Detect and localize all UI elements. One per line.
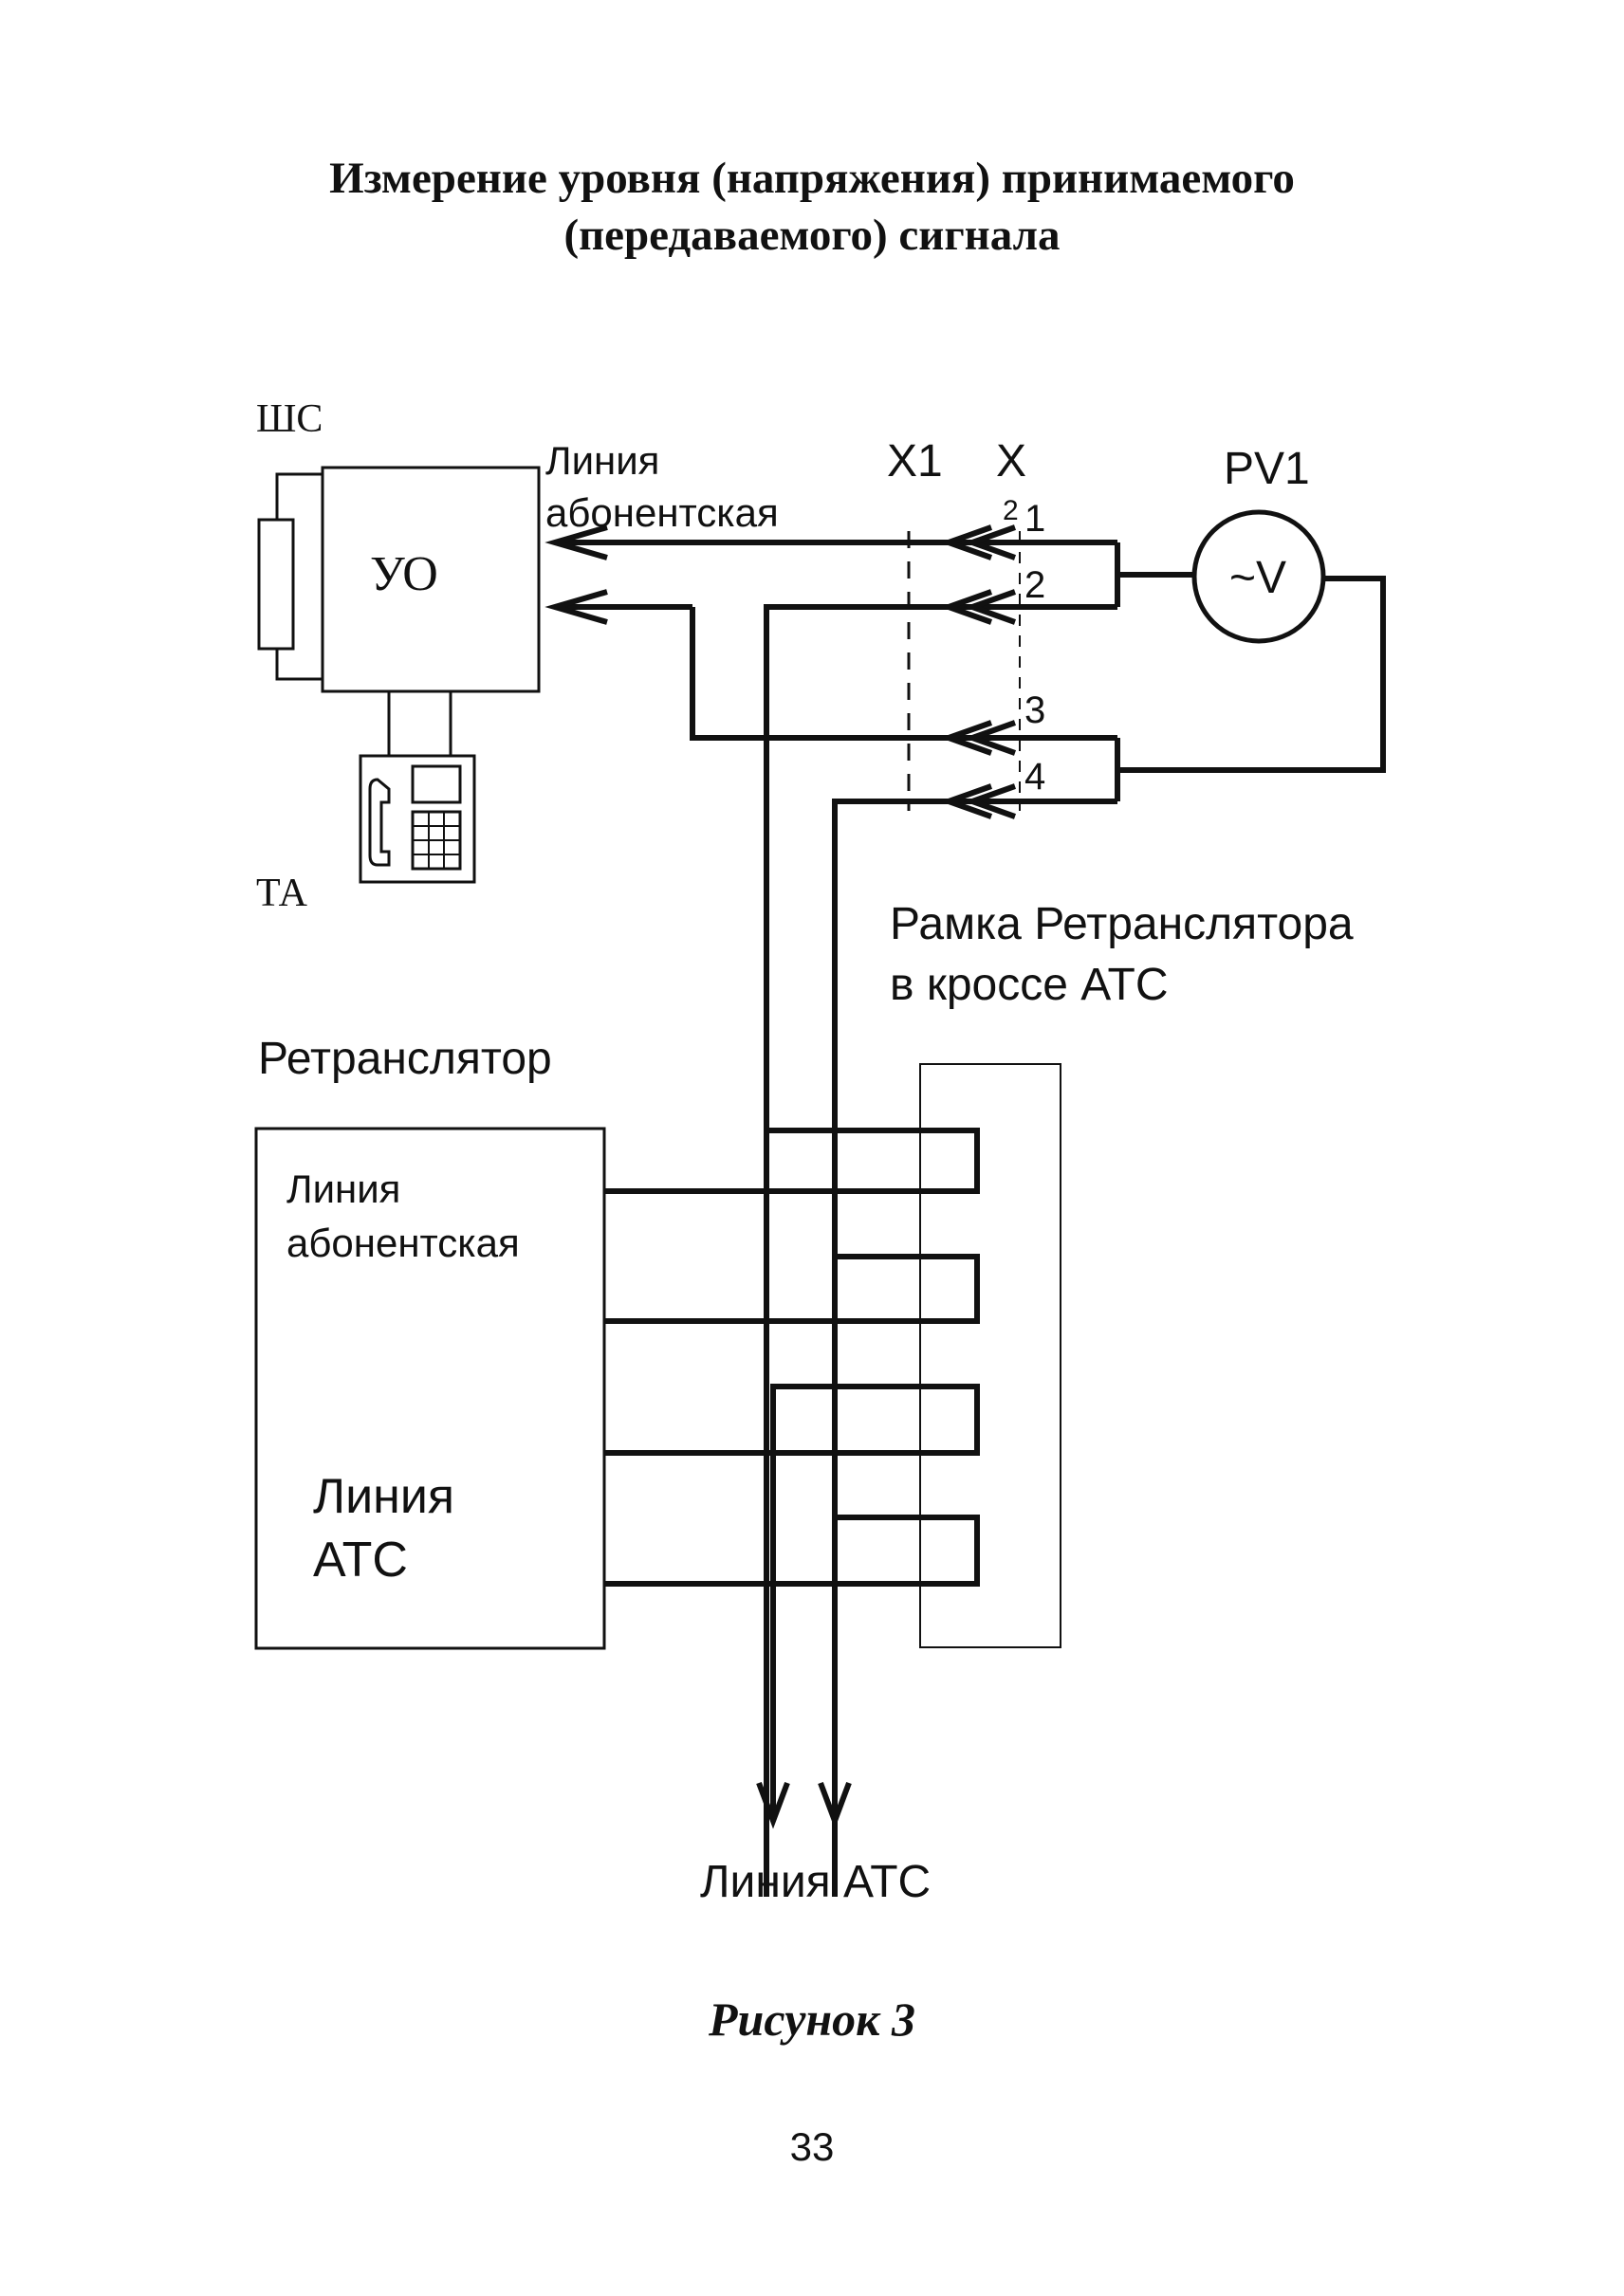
ats-line-arrows xyxy=(756,1781,852,1829)
subscriber-line-wires xyxy=(544,524,949,741)
frame-label-2: в кроссе АТС xyxy=(890,960,1169,1010)
telephone-icon xyxy=(359,754,476,884)
page-number: 33 xyxy=(789,2124,835,2169)
shs-label: ШС xyxy=(256,397,323,441)
repeater-frame xyxy=(919,1063,1061,1648)
uo-box xyxy=(321,466,541,693)
subscriber-line-label-1: Линия xyxy=(545,438,659,483)
pin-3-label: 3 xyxy=(1024,689,1045,731)
x1-label: X1 xyxy=(887,436,943,487)
page-title: Измерение уровня (напряжения) принимаемо… xyxy=(0,150,1624,264)
pin-4-wire xyxy=(832,783,1117,1897)
ats-line-bottom-label: Линия АТС xyxy=(700,1857,931,1907)
title-line-1: Измерение уровня (напряжения) принимаемо… xyxy=(329,154,1295,203)
subscriber-line-label-2: абонентская xyxy=(545,490,779,535)
title-line-2: (передаваемого) сигнала xyxy=(563,211,1061,260)
pv1-label: PV1 xyxy=(1224,444,1310,494)
pin-4-label: 4 xyxy=(1024,756,1045,798)
repeater-ats-loops xyxy=(604,1384,980,1783)
pin-2-wire xyxy=(764,589,1117,1897)
voltmeter-leads xyxy=(1115,542,1386,801)
pin-3-wire xyxy=(940,720,1117,756)
voltmeter-symbol: ~V xyxy=(1229,553,1286,603)
ta-label: ТА xyxy=(256,872,308,915)
repeater-ats-label-2: АТС xyxy=(313,1533,408,1588)
pin-1-wire xyxy=(940,524,1117,560)
x2-label: X xyxy=(996,436,1026,487)
repeater-label: Ретранслятор xyxy=(258,1034,552,1084)
pin-2-label: 2 xyxy=(1024,564,1045,606)
repeater-subscriber-label-2: абонентская xyxy=(286,1221,520,1265)
repeater-subscriber-label-1: Линия xyxy=(286,1166,400,1211)
uo-label: УО xyxy=(370,547,438,601)
shs-sensor xyxy=(257,472,323,681)
uo-ta-link xyxy=(387,691,452,756)
repeater-ats-label-1: Линия xyxy=(313,1469,454,1524)
repeater-box xyxy=(254,1127,606,1650)
pin-1-label: 1 xyxy=(1024,498,1045,540)
voltmeter-pv1 xyxy=(1191,509,1326,644)
repeater-subscriber-loops xyxy=(604,1128,980,1324)
frame-label-1: Рамка Ретранслятора xyxy=(890,899,1354,949)
figure-caption: Рисунок 3 xyxy=(709,1993,915,2046)
x2-subscript: 2 xyxy=(1003,495,1019,526)
